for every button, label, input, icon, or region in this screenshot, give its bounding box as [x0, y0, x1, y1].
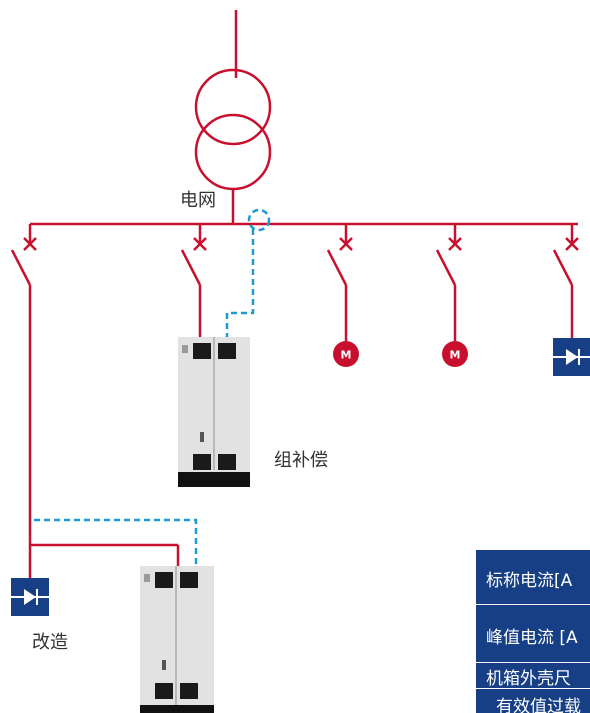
transformer-secondary-winding — [194, 113, 272, 191]
motor-1: M — [333, 341, 359, 367]
feeder-5 — [552, 224, 579, 340]
feeder-1 — [10, 224, 180, 578]
feeder-4 — [435, 224, 462, 341]
group-compensation-label: 组补偿 — [274, 450, 328, 471]
transformer-primary-winding — [194, 68, 272, 146]
drive-icon-retrofit — [11, 578, 49, 616]
spec-row-label: 机箱外壳尺 — [486, 669, 571, 689]
spec-row-rms-overload: 有效值过载 — [476, 689, 590, 713]
retrofit-label: 改造 — [32, 632, 68, 653]
motor-2-symbol: M — [450, 349, 461, 362]
spec-table: 标称电流[A 峰值电流 [A 机箱外壳尺 有效值过载 — [476, 550, 590, 713]
spec-row-label: 峰值电流 [A — [486, 628, 578, 648]
feeder-3 — [326, 224, 353, 341]
grid-label: 电网 — [180, 190, 216, 211]
drive-icon-feeder-5 — [553, 338, 590, 376]
feeder-2 — [180, 224, 207, 338]
retrofit-cabinet — [140, 566, 214, 713]
spec-row-nominal-current: 标称电流[A — [476, 550, 590, 605]
motor-2: M — [442, 341, 468, 367]
current-sensor-ring — [247, 208, 271, 232]
spec-row-label: 有效值过载 — [496, 697, 581, 713]
sensor-cable-group — [225, 229, 255, 338]
spec-row-label: 标称电流[A — [486, 571, 573, 591]
spec-row-enclosure-size: 机箱外壳尺 — [476, 663, 590, 689]
spec-row-peak-current: 峰值电流 [A — [476, 605, 590, 663]
sensor-cable-retrofit — [34, 518, 198, 568]
motor-1-symbol: M — [341, 349, 352, 362]
group-compensation-cabinet — [178, 337, 250, 487]
